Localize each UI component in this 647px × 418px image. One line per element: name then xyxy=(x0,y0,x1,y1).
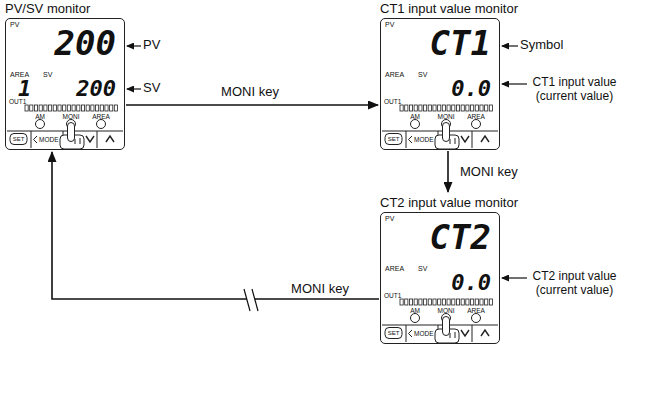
panel-label: AREA xyxy=(385,71,404,79)
panel-keys xyxy=(382,105,498,149)
panel-label: PV xyxy=(385,215,394,223)
sv-display: 0.0 xyxy=(451,78,491,100)
annotation-label: SV xyxy=(143,81,160,96)
panel-label: SET xyxy=(388,330,400,337)
panel-label: OUT1 xyxy=(384,98,401,105)
panel-label: AREA xyxy=(10,71,29,79)
panel-label: MONI xyxy=(438,113,455,120)
sv-display: 200 xyxy=(76,78,116,100)
panel-label: MONI xyxy=(63,113,80,120)
panel-label: OUT1 xyxy=(384,292,401,299)
panel-label: AREA xyxy=(92,113,110,120)
transition-arrow xyxy=(52,152,379,299)
panel-label: SV xyxy=(418,265,427,273)
transition-arrow xyxy=(126,104,378,106)
panel-label: PV xyxy=(385,21,394,29)
panel-label: SET xyxy=(388,136,400,143)
panel-frame: CT2 0.0 xyxy=(380,212,500,344)
transition-arrow xyxy=(447,151,449,192)
panel-frame: 200 1 200 xyxy=(5,18,125,150)
panel-label: MODE xyxy=(39,136,59,143)
area-display: 1 xyxy=(18,78,31,100)
annotation-label: CT2 input value (current value) xyxy=(512,270,637,298)
panel-label: MODE xyxy=(414,330,434,337)
panel-label: SV xyxy=(43,71,52,79)
panel-label: AM xyxy=(410,307,420,314)
panel-label: AM xyxy=(410,113,420,120)
pv-display: CT2 xyxy=(430,220,491,254)
panel-label: AM xyxy=(35,113,45,120)
sv-display: 0.0 xyxy=(451,272,491,294)
panel-label: PV xyxy=(10,21,19,29)
edge-label: MONI key xyxy=(458,164,520,179)
panel-keys xyxy=(7,105,123,149)
panel-label: MONI xyxy=(438,307,455,314)
panel-label: OUT1 xyxy=(9,98,26,105)
panel-label: AREA xyxy=(385,265,404,273)
edge-label: MONI key xyxy=(289,281,351,296)
panel-label: SV xyxy=(418,71,427,79)
panel-label: AREA xyxy=(467,307,485,314)
panel-label: AREA xyxy=(467,113,485,120)
annotation-label: Symbol xyxy=(520,38,563,53)
panel-heading: CT2 input value monitor xyxy=(380,195,518,210)
pv-display: CT1 xyxy=(430,26,491,60)
edge-label: MONI key xyxy=(219,84,281,99)
annotation-label: CT1 input value (current value) xyxy=(512,76,637,104)
annotation-label: PV xyxy=(143,38,160,53)
panel-label: SET xyxy=(13,136,25,143)
annotation-arrows xyxy=(127,46,527,278)
panel-heading: CT1 input value monitor xyxy=(380,1,518,16)
panel-frame: CT1 0.0 xyxy=(380,18,500,150)
pv-display: 200 xyxy=(55,26,116,60)
panel-keys xyxy=(382,299,498,343)
panel-label: MODE xyxy=(414,136,434,143)
panel-heading: PV/SV monitor xyxy=(5,1,90,16)
